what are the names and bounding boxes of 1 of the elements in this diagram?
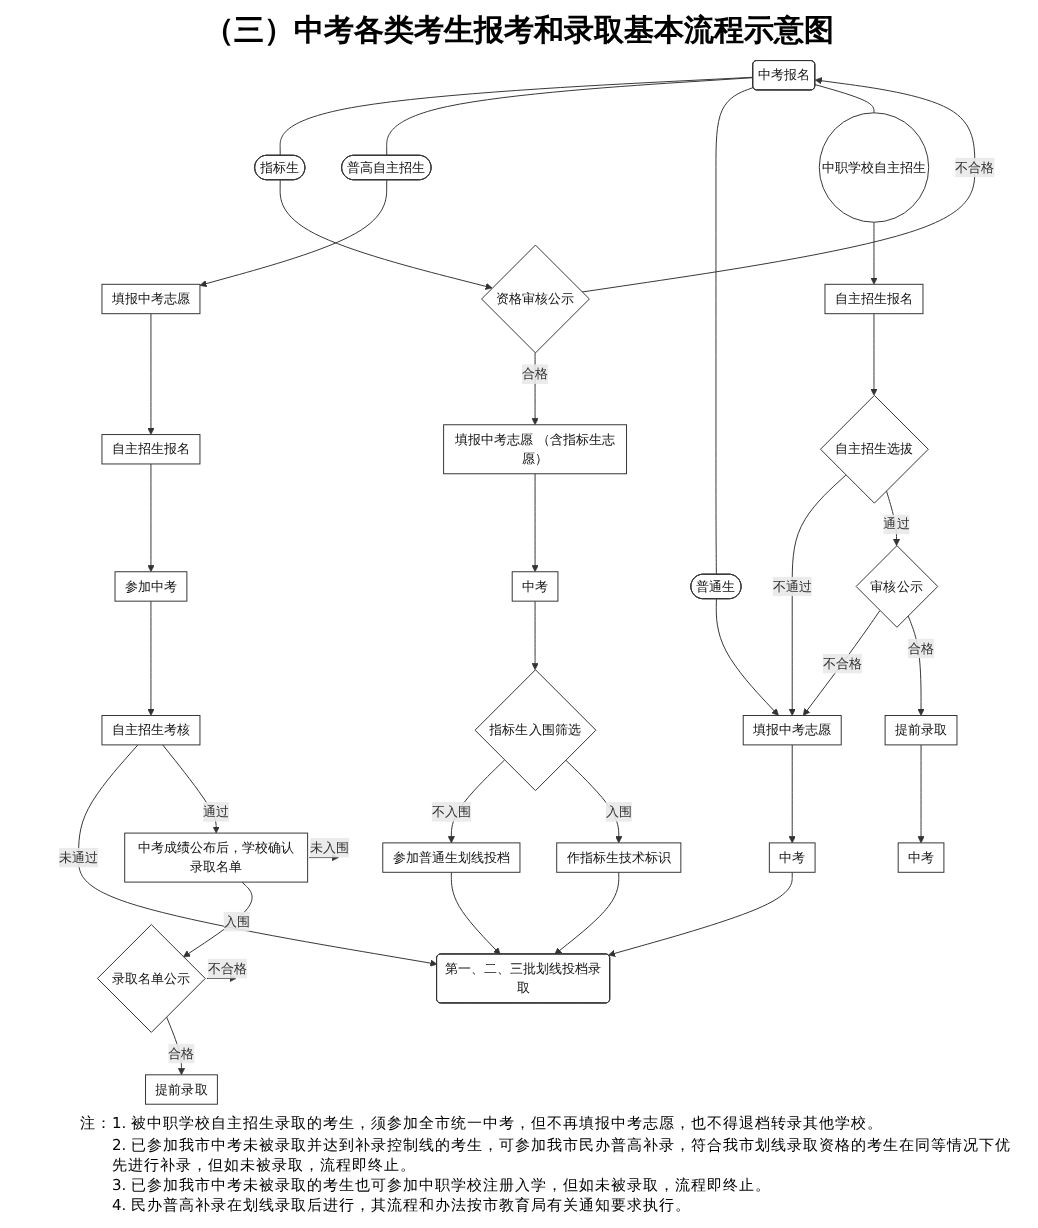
diagram-title: （三）中考各类考生报考和录取基本流程示意图 <box>202 12 836 50</box>
